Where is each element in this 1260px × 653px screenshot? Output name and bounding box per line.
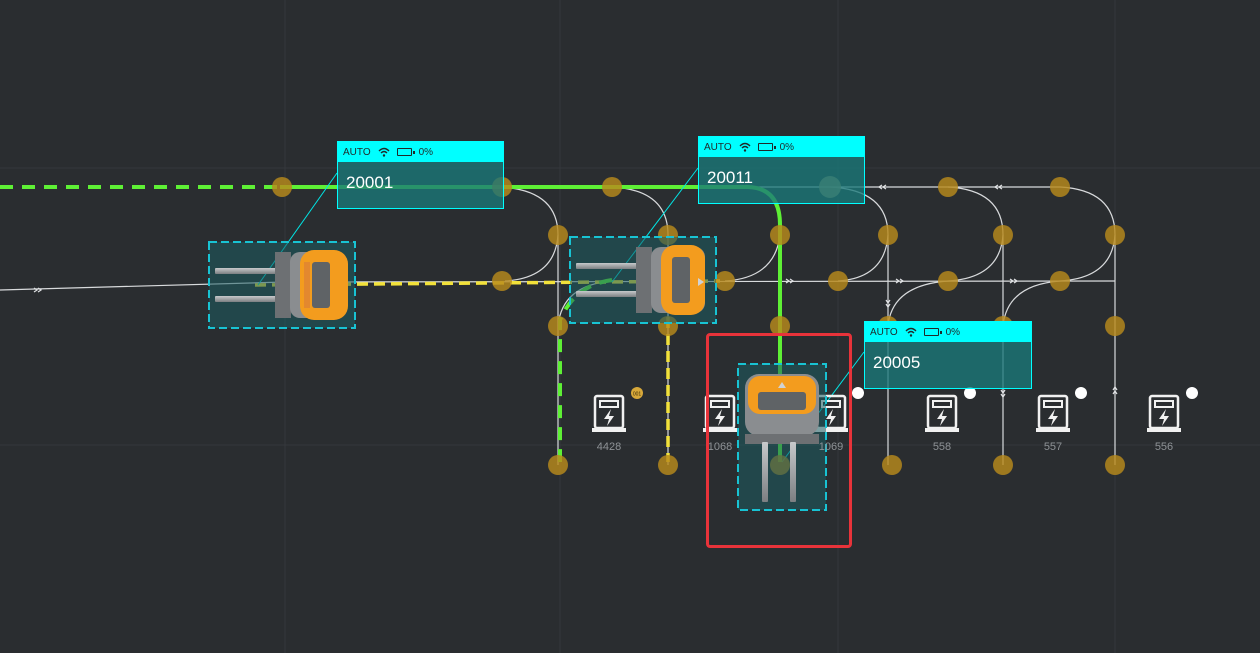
forklift-20011[interactable] — [569, 236, 717, 324]
forklift-20001[interactable] — [208, 241, 356, 329]
battery-icon — [923, 328, 942, 336]
station-status-dots — [852, 387, 1198, 399]
charging-station-icon[interactable] — [1147, 394, 1181, 432]
station-label: 1068 — [707, 441, 733, 453]
vehicle-status-bar: AUTO 0% — [338, 142, 503, 162]
forklift-20005[interactable] — [737, 363, 827, 511]
selection-highlight — [706, 333, 852, 548]
vehicle-id: 20001 — [346, 173, 394, 192]
mode-text: AUTO — [343, 146, 371, 158]
wifi-icon — [739, 142, 751, 152]
station-badge-text: 001 — [633, 392, 642, 398]
vehicle-label[interactable]: AUTO 0% 20011 — [698, 136, 865, 204]
station-label: 557 — [1043, 441, 1063, 453]
vehicle-label[interactable]: AUTO 0% 20001 — [337, 141, 504, 209]
vehicle-status-bar: AUTO 0% — [699, 137, 864, 157]
station-label: 558 — [932, 441, 952, 453]
station-label: 1069 — [818, 441, 844, 453]
mode-text: AUTO — [870, 326, 898, 338]
vehicle-status-bar: AUTO 0% — [865, 322, 1031, 342]
mode-text: AUTO — [704, 141, 732, 153]
station-label: 4428 — [596, 441, 622, 453]
vehicle-label[interactable]: AUTO 0% 20005 — [864, 321, 1032, 389]
battery-icon — [757, 143, 776, 151]
battery-text: 0% — [418, 146, 434, 158]
vehicle-id: 20011 — [707, 168, 754, 187]
wifi-icon — [378, 147, 390, 157]
battery-text: 0% — [779, 141, 795, 153]
battery-icon — [396, 148, 415, 156]
charging-station-icon[interactable] — [589, 394, 629, 434]
station-label: 556 — [1154, 441, 1174, 453]
vehicle-id: 20005 — [873, 353, 921, 372]
station-badge: 001 — [631, 387, 643, 399]
wifi-icon — [905, 327, 917, 337]
battery-text: 0% — [945, 326, 961, 338]
charging-station-icon[interactable] — [1036, 394, 1070, 432]
direction-arrows — [33, 184, 1118, 399]
charging-station-icon[interactable] — [925, 394, 959, 432]
